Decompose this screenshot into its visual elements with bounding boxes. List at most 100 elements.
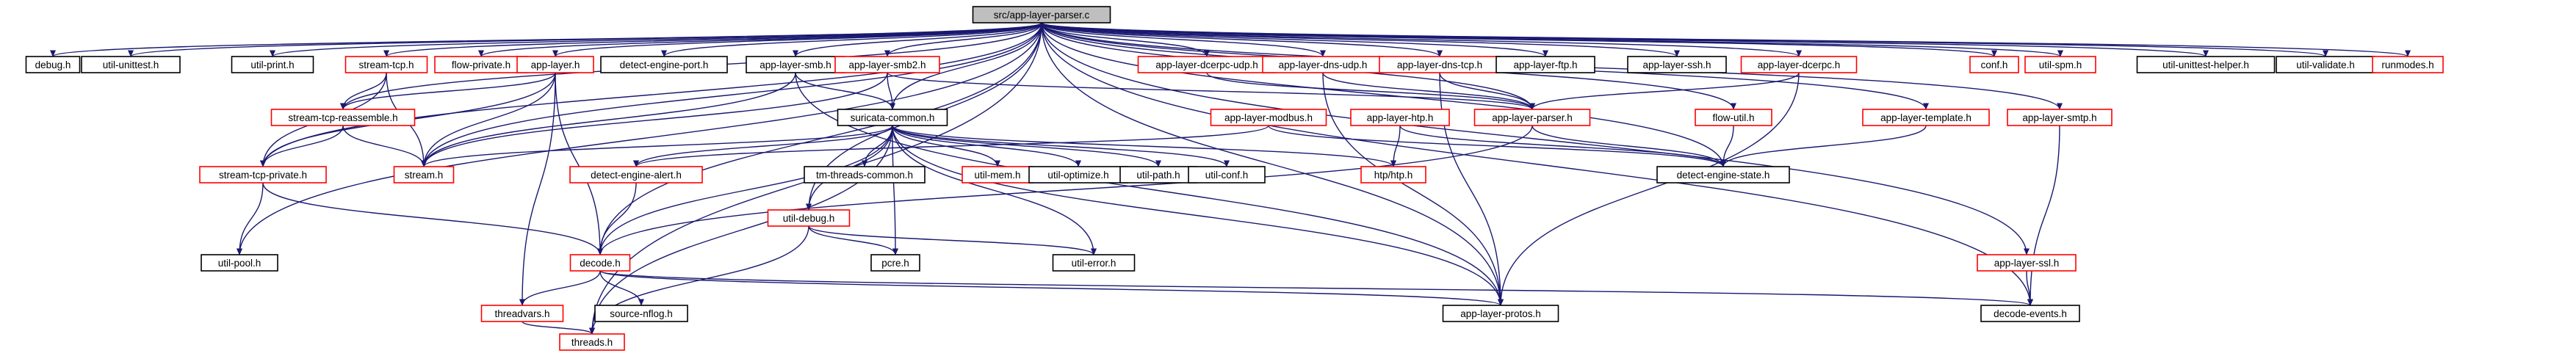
node-htph[interactable]: htp/htp.h — [1360, 166, 1426, 184]
node-error[interactable]: util-error.h — [1052, 254, 1136, 272]
node-streamtcp[interactable]: stream-tcp.h — [344, 56, 428, 73]
node-protos[interactable]: app-layer-protos.h — [1442, 305, 1559, 322]
node-path[interactable]: util-path.h — [1119, 166, 1197, 184]
node-decode[interactable]: decode.h — [569, 254, 631, 272]
node-pcre[interactable]: pcre.h — [870, 254, 920, 272]
node-box-suricata — [837, 109, 948, 126]
edge-layer — [50, 22, 2411, 335]
edge-root-to-dnsudp — [1041, 22, 1326, 57]
node-box-pool — [201, 254, 278, 272]
edge-suricata-to-pcre — [892, 125, 898, 255]
node-flowutil[interactable]: flow-util.h — [1695, 109, 1772, 126]
node-label-ssl: app-layer-ssl.h — [1994, 258, 2060, 269]
node-root: src/app-layer-parser.c — [972, 6, 1111, 23]
node-label-dnstcp: app-layer-dns-tcp.h — [1397, 59, 1482, 70]
node-debug[interactable]: debug.h — [25, 56, 81, 73]
node-conf[interactable]: conf.h — [1969, 56, 2019, 73]
edge-root-to-spm — [1041, 22, 2063, 57]
node-spm[interactable]: util-spm.h — [2024, 56, 2096, 73]
node-box-dealert — [569, 166, 703, 184]
node-label-unithelper: util-unittest-helper.h — [2162, 59, 2249, 70]
node-pool[interactable]: util-pool.h — [201, 254, 278, 272]
node-print[interactable]: util-print.h — [231, 56, 314, 73]
node-ftp[interactable]: app-layer-ftp.h — [1496, 56, 1595, 73]
node-deport[interactable]: detect-engine-port.h — [600, 56, 728, 73]
node-label-suricata: suricata-common.h — [851, 112, 935, 123]
node-label-nflog: source-nflog.h — [610, 308, 673, 319]
node-applayer[interactable]: app-layer.h — [516, 56, 594, 73]
node-alparser[interactable]: app-layer-parser.h — [1473, 109, 1591, 126]
edge-alparser-to-decode — [597, 125, 1533, 255]
node-label-mem: util-mem.h — [974, 170, 1020, 181]
node-label-events: decode-events.h — [1994, 308, 2067, 319]
node-threadvars[interactable]: threadvars.h — [480, 305, 564, 322]
node-label-threads: threads.h — [571, 337, 613, 348]
node-label-path: util-path.h — [1136, 170, 1180, 181]
edge-suricata-to-htph — [892, 125, 1396, 167]
node-label-unittest: util-unittest.h — [103, 59, 159, 70]
node-dealert[interactable]: detect-engine-alert.h — [569, 166, 703, 184]
node-label-dcerpcudp: app-layer-dcerpc-udp.h — [1155, 59, 1258, 70]
edge-decode-to-events — [599, 270, 2033, 306]
node-unithelper[interactable]: util-unittest-helper.h — [2136, 56, 2276, 73]
node-smtp[interactable]: app-layer-smtp.h — [2007, 109, 2113, 126]
node-label-decode: decode.h — [580, 258, 621, 269]
node-label-dcerpc: app-layer-dcerpc.h — [1758, 59, 1841, 70]
edge-ssl-to-events — [2026, 270, 2033, 306]
node-validate[interactable]: util-validate.h — [2276, 56, 2375, 73]
node-htp[interactable]: app-layer-htp.h — [1350, 109, 1450, 126]
edge-suricata-to-protos — [892, 125, 1504, 306]
node-ssl[interactable]: app-layer-ssl.h — [1977, 254, 2077, 272]
edge-root-to-dcerpc — [1041, 22, 1802, 57]
node-dcerpc[interactable]: app-layer-dcerpc.h — [1740, 56, 1858, 73]
edge-root-to-smb — [793, 22, 1042, 57]
node-optimize[interactable]: util-optimize.h — [1028, 166, 1128, 184]
edge-dcerpc-to-protos — [1498, 72, 1800, 306]
node-threads[interactable]: threads.h — [559, 333, 625, 351]
node-flowprivate[interactable]: flow-private.h — [434, 56, 528, 73]
node-suricata[interactable]: suricata-common.h — [837, 109, 948, 126]
node-streamh[interactable]: stream.h — [393, 166, 455, 184]
edge-htp-to-destate — [1399, 125, 1726, 167]
node-label-dealert: detect-engine-alert.h — [591, 170, 682, 181]
node-mem[interactable]: util-mem.h — [962, 166, 1033, 184]
node-udebug[interactable]: util-debug.h — [767, 209, 851, 227]
node-label-spm: util-spm.h — [2039, 59, 2082, 70]
node-box-smtp — [2007, 109, 2113, 126]
node-label-applayer: app-layer.h — [531, 59, 580, 70]
node-box-destate — [1656, 166, 1790, 184]
node-reassemble[interactable]: stream-tcp-reassemble.h — [270, 109, 416, 126]
node-dcerpcudp[interactable]: app-layer-dcerpc-udp.h — [1137, 56, 1277, 73]
node-label-udebug: util-debug.h — [783, 213, 835, 224]
node-smb[interactable]: app-layer-smb.h — [746, 56, 845, 73]
node-smb2[interactable]: app-layer-smb2.h — [834, 56, 940, 73]
node-label-stcpprivate: stream-tcp-private.h — [219, 170, 307, 181]
node-box-ssl — [1977, 254, 2077, 272]
node-modbus[interactable]: app-layer-modbus.h — [1210, 109, 1327, 126]
node-tmthreads[interactable]: tm-threads-common.h — [804, 166, 926, 184]
edge-root-to-streamtcp — [383, 22, 1042, 57]
node-label-uconf: util-conf.h — [1205, 170, 1249, 181]
node-dnsudp[interactable]: app-layer-dns-udp.h — [1262, 56, 1384, 73]
node-label-modbus: app-layer-modbus.h — [1224, 112, 1313, 123]
node-uconf[interactable]: util-conf.h — [1188, 166, 1266, 184]
node-template[interactable]: app-layer-template.h — [1862, 109, 1990, 126]
node-label-optimize: util-optimize.h — [1047, 170, 1108, 181]
node-stcpprivate[interactable]: stream-tcp-private.h — [199, 166, 327, 184]
node-box-htph — [1360, 166, 1426, 184]
edge-suricata-to-optimize — [892, 125, 1081, 167]
node-ssh[interactable]: app-layer-ssh.h — [1627, 56, 1727, 73]
node-box-stcpprivate — [199, 166, 327, 184]
node-label-pool: util-pool.h — [218, 258, 261, 269]
edge-root-to-ssl — [1041, 22, 2030, 255]
node-dnstcp[interactable]: app-layer-dns-tcp.h — [1379, 56, 1501, 73]
node-unittest[interactable]: util-unittest.h — [81, 56, 181, 73]
node-runmodes[interactable]: runmodes.h — [2372, 56, 2444, 73]
node-box-spm — [2024, 56, 2096, 73]
edge-suricata-to-threads — [589, 125, 893, 335]
edge-root-to-destate — [1041, 22, 1726, 167]
node-events[interactable]: decode-events.h — [1980, 305, 2080, 322]
node-nflog[interactable]: source-nflog.h — [594, 305, 688, 322]
node-box-threadvars — [480, 305, 564, 322]
node-destate[interactable]: detect-engine-state.h — [1656, 166, 1790, 184]
